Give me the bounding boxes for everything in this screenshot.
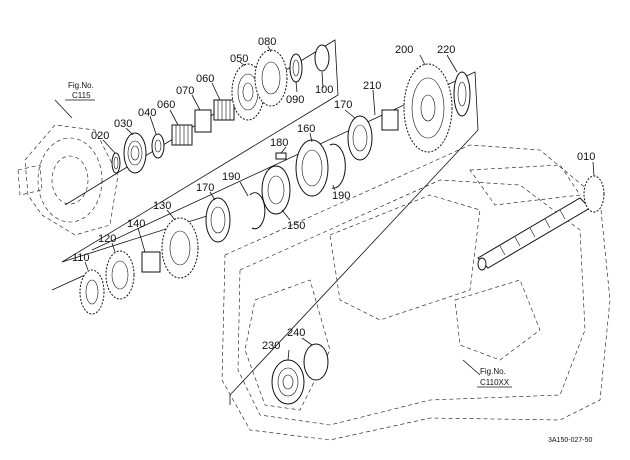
label-130: 130 [153,200,171,212]
label-140: 140 [127,218,145,230]
hub-170 [347,115,373,161]
gear-080 [254,49,288,107]
label-180: 180 [270,137,288,149]
label-190-right: 190 [332,190,350,202]
ref-c110xx-line2: C110XX [480,378,510,387]
part-labels: 020 030 040 060 050 060 070 080 090 100 … [72,36,595,352]
leader-lines [54,45,595,376]
bearing-030 [123,132,147,174]
bearing-230 [271,359,305,405]
ring-240 [303,343,329,381]
label-150: 150 [287,220,305,232]
bushing-210 [381,109,399,131]
label-060-lower: 060 [157,99,175,111]
ref-c115-line1: Fig.No. [68,81,94,90]
washer-090 [289,53,303,83]
hub-170b [205,197,231,243]
label-160: 160 [297,123,315,135]
snap-ring-190b [329,143,346,189]
gear-120 [105,250,135,300]
label-170-upper: 170 [334,99,352,111]
needle-bearing-060b [213,99,235,121]
ref-c110xx: Fig.No. C110XX [477,367,512,388]
label-040: 040 [138,107,156,119]
ring-020 [111,152,121,174]
label-240: 240 [287,327,305,339]
label-030: 030 [114,118,132,130]
label-110: 110 [72,252,90,264]
drawing-code: 3A150-027-50 [548,437,592,444]
label-100: 100 [315,84,333,96]
pin-180 [275,152,287,160]
ref-c110xx-line1: Fig.No. [480,367,506,376]
label-190-left: 190 [222,171,240,183]
synchro-hub-150 [261,165,291,215]
label-170-lower: 170 [196,182,214,194]
needle-bearing-060a [171,124,193,146]
label-120: 120 [98,233,116,245]
label-210: 210 [363,80,381,92]
label-080: 080 [258,36,276,48]
washer-220 [453,71,471,117]
spacer-070 [194,109,212,133]
snap-ring-100 [314,44,330,72]
label-090: 090 [286,94,304,106]
label-050: 050 [230,53,248,65]
label-070: 070 [176,85,194,97]
sleeve-160 [295,139,329,197]
housing-c115 [17,124,119,236]
label-020: 020 [91,130,109,142]
label-220: 220 [437,44,455,56]
label-200: 200 [395,44,413,56]
snap-ring-190a [249,192,266,230]
ref-c115-line2: C115 [72,91,91,100]
collar-040 [151,133,165,159]
label-230: 230 [262,340,280,352]
bushing-140 [141,251,161,273]
transmission-case [221,144,611,441]
ref-c115: Fig.No. C115 [65,81,95,101]
shaft-010 [477,175,605,271]
gear-200 [403,63,453,153]
label-060-upper: 060 [196,73,214,85]
gear-130 [161,217,199,279]
label-010: 010 [577,151,595,163]
gear-110 [79,269,105,315]
